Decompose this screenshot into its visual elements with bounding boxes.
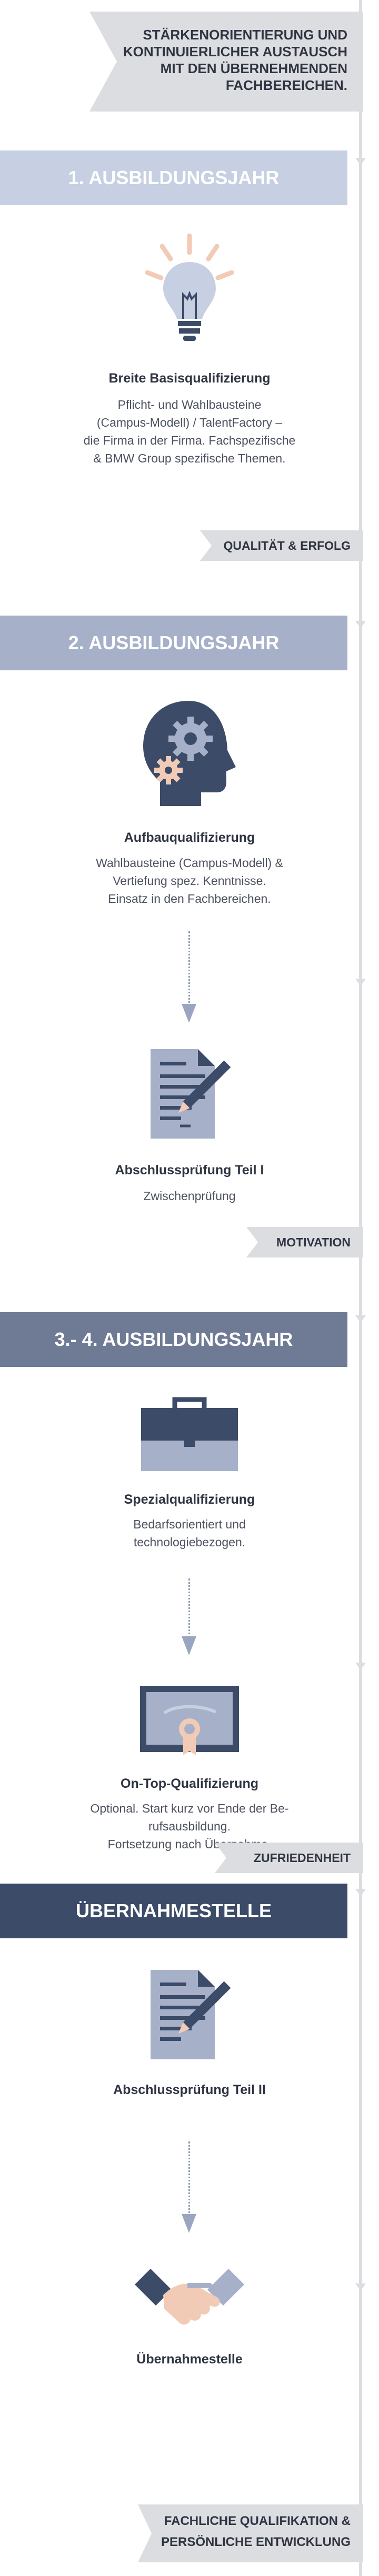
timeline-arrow: [355, 979, 366, 986]
certificate-icon: [138, 1684, 241, 1757]
dotted-connector: [188, 1578, 190, 1642]
basic-description: Pflicht- und Wahlbausteine (Campus-Model…: [0, 396, 379, 467]
dotted-connector: [188, 931, 190, 1010]
timeline-arrow: [355, 158, 366, 165]
tag-motivation: Motivation: [246, 1227, 363, 1257]
special-title: Spezialqualifizierung: [124, 1492, 255, 1507]
tag-quality-text: Qualität & Erfolg: [223, 539, 351, 552]
timeline-arrow: [355, 621, 366, 628]
connector-arrowhead: [182, 1004, 196, 1023]
basic-desc-line: Pflicht- und Wahlbausteine: [117, 398, 262, 411]
ontop-desc-line: rufsausbildung.: [148, 1819, 231, 1833]
exam1-description: Zwischenprüfung: [0, 1187, 379, 1205]
basic-desc-line: die Firma in der Firma. Fachspezifische: [83, 434, 296, 447]
dotted-connector: [188, 2141, 190, 2220]
tag-final-line: persönliche Entwicklung: [161, 2535, 351, 2549]
band-takeover: Übernahmestelle: [0, 1884, 347, 1938]
special-desc-line: technologiebezogen.: [133, 1535, 246, 1549]
exam1-desc-line: Zwischenprüfung: [143, 1189, 236, 1203]
tag-satisfaction-text: Zufriedenheit: [254, 1851, 351, 1865]
document-pen-icon: [148, 1047, 238, 1142]
band-year-3-4: 3.- 4. Ausbildungsjahr: [0, 1312, 347, 1367]
timeline-arrow: [355, 1889, 366, 1896]
handshake-icon: [133, 2257, 246, 2331]
tag-motivation-text: Motivation: [276, 1235, 351, 1249]
tag-final: Fachliche Qualifikation & persönliche En…: [138, 2504, 363, 2562]
band-year-1: 1. Ausbildungsjahr: [0, 150, 347, 205]
takeover-title: Übernahmestelle: [136, 2352, 243, 2367]
timeline-line: [359, 0, 362, 2576]
timeline-arrow: [355, 2283, 366, 2291]
basic-title: Breite Basisqualifizierung: [108, 371, 271, 386]
tag-final-line: Fachliche Qualifikation &: [164, 2514, 351, 2528]
advanced-description: Wahlbausteine (Campus-Modell) & Vertiefu…: [0, 854, 379, 908]
basic-desc-line: (Campus-Modell) / TalentFactory –: [96, 416, 283, 429]
band-year-2: 2. Ausbildungsjahr: [0, 616, 347, 670]
tag-quality: Qualität & Erfolg: [200, 530, 363, 561]
basic-desc-line: & BMW Group spezifische Themen.: [93, 451, 286, 465]
header-tag-text: Stärkenorientierung und kontinuierlicher…: [123, 27, 347, 93]
lightbulb-icon: [142, 232, 237, 347]
document-pen-icon: [148, 1968, 238, 2062]
connector-arrowhead: [182, 1636, 196, 1655]
ontop-title: On-Top-Qualifizierung: [121, 1776, 258, 1791]
tag-satisfaction: Zufriedenheit: [215, 1843, 363, 1873]
advanced-desc-line: Wahlbausteine (Campus-Modell) &: [96, 856, 283, 870]
advanced-desc-line: Vertiefung spez. Kenntnisse.: [113, 874, 266, 888]
special-desc-line: Bedarfsorientiert und: [133, 1517, 246, 1531]
header-tag: Stärkenorientierung und kontinuierlicher…: [89, 12, 363, 112]
connector-arrowhead: [182, 2214, 196, 2233]
timeline-arrow: [355, 1315, 366, 1323]
exam2-title: Abschlussprüfung Teil II: [113, 2082, 266, 2097]
advanced-desc-line: Einsatz in den Fachbereichen.: [108, 892, 271, 905]
advanced-title: Aufbauqualifizierung: [124, 830, 255, 845]
special-description: Bedarfsorientiert und technologiebezogen…: [0, 1515, 379, 1551]
exam1-title: Abschlussprüfung Teil I: [115, 1163, 264, 1178]
timeline-arrow: [355, 1663, 366, 1670]
head-gears-icon: [138, 698, 241, 808]
briefcase-icon: [138, 1394, 241, 1473]
ontop-desc-line: Optional. Start kurz vor Ende der Be-: [90, 1802, 289, 1815]
tag-final-text: Fachliche Qualifikation & persönliche En…: [161, 2511, 351, 2553]
